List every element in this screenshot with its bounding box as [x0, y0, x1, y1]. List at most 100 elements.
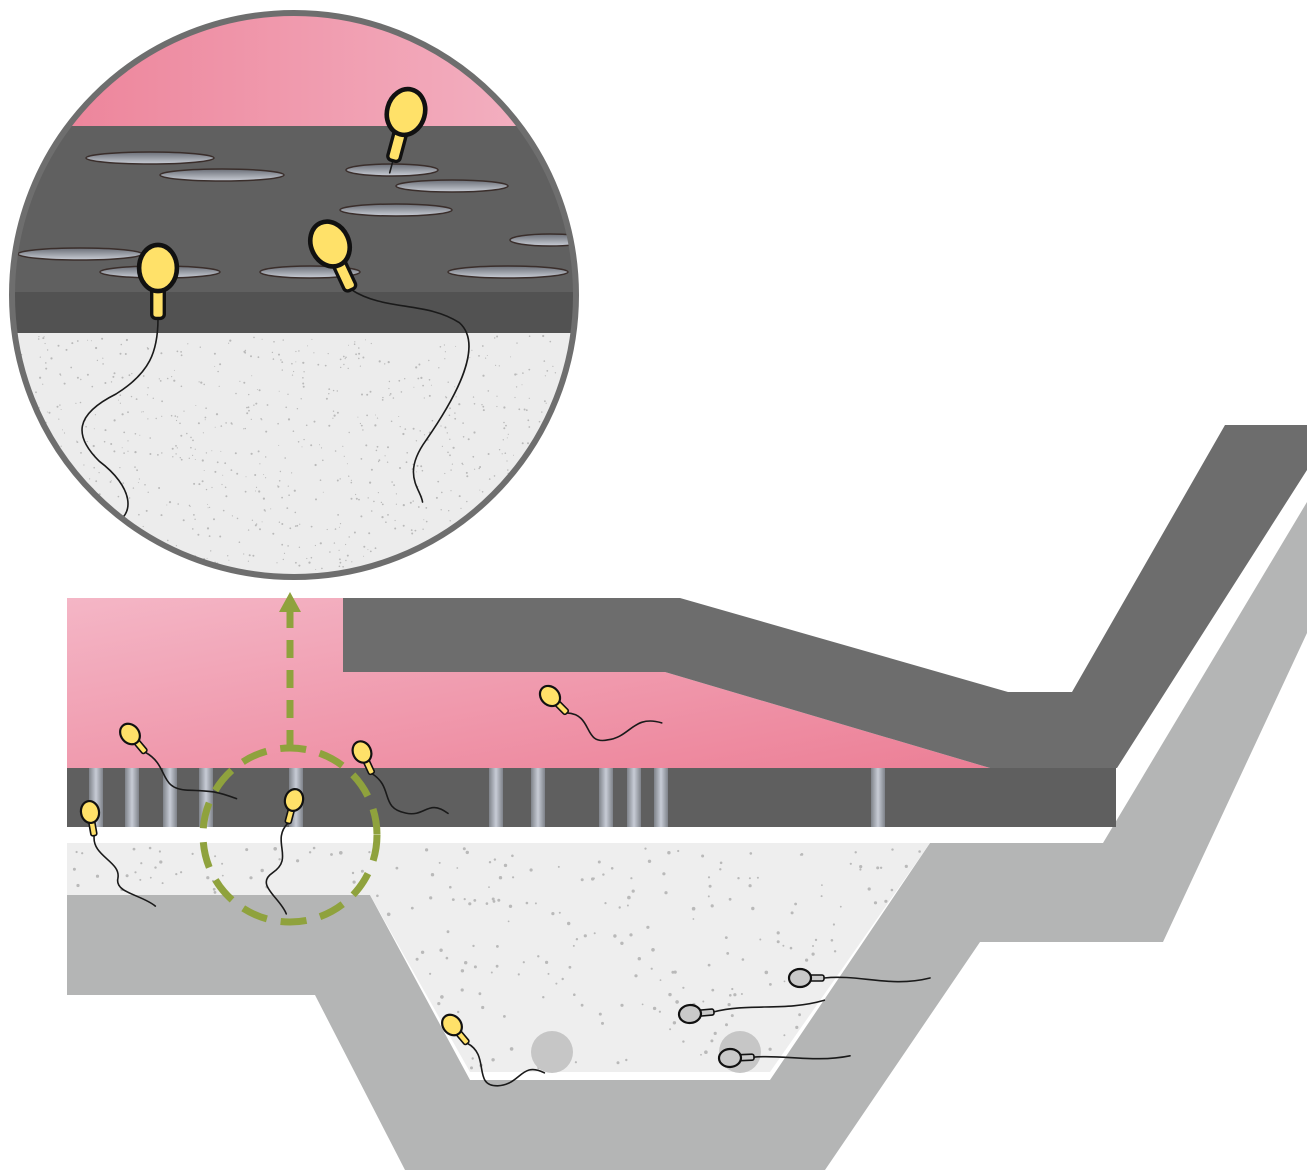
medium-particle [431, 873, 434, 876]
inset-particle [21, 547, 22, 548]
inset-particle [172, 448, 174, 450]
membrane-pore [871, 768, 885, 827]
inset-particle [167, 540, 169, 542]
medium-particle [602, 873, 604, 875]
inset-particle [259, 389, 261, 391]
inset-particle [466, 501, 467, 502]
inset-particle [328, 393, 329, 394]
inset-particle [348, 368, 349, 369]
inset-particle [273, 358, 275, 360]
inset-particle [382, 399, 384, 401]
medium-particle [769, 983, 772, 986]
medium-particle [757, 877, 759, 879]
inset-particle [263, 498, 265, 500]
inset-particle [333, 411, 334, 412]
inset-particle [388, 361, 390, 363]
inset-membrane-edge [0, 292, 600, 334]
medium-particle [439, 949, 442, 952]
inset-particle [562, 438, 564, 440]
medium-particle [812, 945, 814, 947]
inset-particle [400, 426, 401, 427]
inset-particle [80, 499, 82, 501]
inset-particle [402, 433, 404, 435]
medium-particle [76, 851, 78, 853]
inset-particle [193, 483, 195, 485]
inset-particle [303, 386, 305, 388]
inset-particle [235, 393, 237, 395]
inset-particle [131, 396, 132, 397]
inset-particle [354, 343, 356, 345]
medium-particle [387, 913, 391, 917]
inset-particle [450, 490, 451, 491]
medium-particle [330, 853, 333, 856]
inset-particle [456, 569, 458, 571]
inset-fluid [0, 0, 600, 128]
inset-particle [192, 528, 194, 530]
inset-particle [219, 536, 221, 538]
inset-particle [177, 351, 179, 353]
inset-particle [292, 375, 293, 376]
inset-particle [299, 524, 300, 525]
inset-particle [197, 534, 199, 536]
inset-particle [495, 534, 497, 536]
inset-particle [288, 418, 290, 420]
inset-particle [120, 353, 122, 355]
medium-particle [784, 981, 786, 983]
inset-particle [67, 542, 69, 544]
inset-particle [44, 336, 45, 337]
inset-particle [246, 412, 248, 414]
inset-particle [169, 501, 171, 503]
inset-particle [99, 472, 100, 473]
inset-particle [159, 561, 160, 562]
inset-particle [278, 354, 280, 356]
inset-particle [130, 530, 132, 532]
inset-particle [250, 355, 252, 357]
inset-particle [448, 382, 449, 383]
inset-particle [360, 366, 361, 367]
medium-particle [542, 996, 544, 998]
inset-particle [149, 437, 151, 439]
inset-particle [80, 402, 82, 404]
medium-particle [720, 862, 723, 865]
medium-particle [159, 850, 161, 852]
membrane-pore [531, 768, 545, 827]
inset-particle [321, 568, 323, 570]
inset-particle [129, 497, 130, 498]
inset-particle [482, 568, 484, 570]
inset-particle [558, 544, 560, 546]
medium-particle [632, 890, 635, 893]
inset-particle [126, 339, 128, 341]
inset-particle [497, 503, 498, 504]
inset-particle [280, 471, 281, 472]
inset-particle [358, 358, 360, 360]
medium-particle [731, 988, 733, 990]
inset-particle [572, 466, 573, 467]
medium-particle [742, 958, 745, 961]
medium-particle [709, 885, 712, 888]
inset-particle [183, 411, 184, 412]
inset-particle [201, 571, 203, 573]
medium-particle [472, 945, 474, 947]
inset-particle [423, 553, 425, 555]
inset-particle [206, 489, 207, 490]
inset-particle [405, 428, 407, 430]
inset-particle [541, 411, 542, 412]
inset-particle [429, 379, 431, 381]
medium-particle [429, 973, 431, 975]
inset-particle [54, 564, 55, 565]
medium-particle [737, 877, 739, 879]
inset-particle [354, 532, 356, 534]
medium-particle [731, 1014, 734, 1017]
inset-particle [488, 390, 490, 392]
inset-particle [252, 520, 253, 521]
medium-particle [693, 918, 695, 920]
inset-particle [278, 445, 279, 446]
inset-particle [133, 487, 134, 488]
inset-particle [279, 522, 280, 523]
inset-particle [299, 547, 300, 548]
inset-particle [495, 365, 496, 366]
inset-particle [563, 505, 564, 506]
inset-particle [335, 528, 337, 530]
inset-particle [258, 490, 260, 492]
inset-particle [543, 479, 545, 481]
